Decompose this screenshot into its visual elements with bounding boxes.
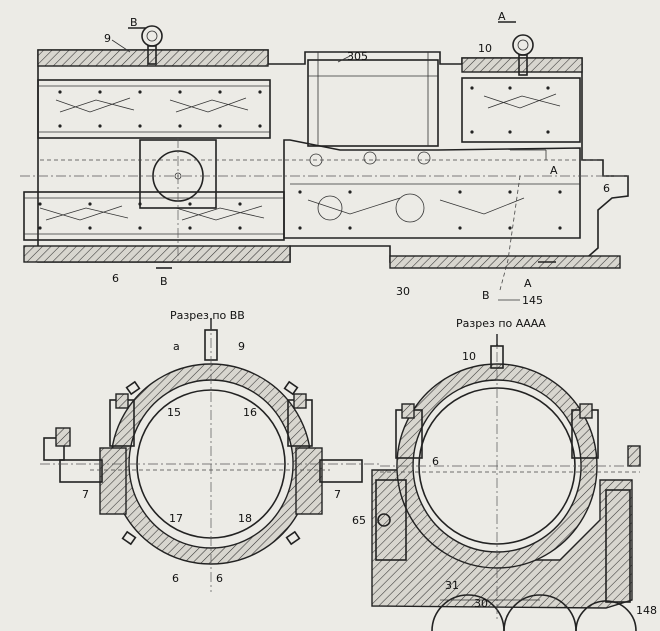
label-148: 148: [636, 604, 657, 617]
label-cut-b-top: B: [130, 16, 138, 29]
label-6-right: 6: [603, 182, 610, 195]
section-title-aaaa: Разрез по АААА: [456, 317, 546, 330]
label-30-right: 30: [474, 597, 488, 610]
middle-block: [283, 139, 581, 239]
label-cut-a-bottom: A: [524, 277, 532, 290]
top-plate-left: [37, 49, 269, 67]
bolt-dots: [38, 86, 562, 230]
upper-right-block: [461, 77, 581, 143]
label-cut-a-top: A: [498, 10, 506, 23]
label-cut-b-bottom: B: [160, 275, 168, 288]
label-6-left-a: 6: [172, 572, 179, 585]
label-16: 16: [243, 406, 257, 419]
label-10-top: 10: [478, 42, 492, 55]
label-10-right: 10: [462, 350, 476, 363]
label-15: 15: [167, 406, 181, 419]
labels: 9 305 10 6 6 30 145 B B A A A B Разрез п…: [82, 10, 657, 617]
label-cut-a-mid: A: [550, 164, 558, 177]
top-plate-right: [461, 57, 583, 73]
frame-outline: [37, 49, 629, 263]
eye-bolt-right: [512, 34, 534, 76]
longitudinal-view: [20, 21, 630, 301]
label-6-left-b: 6: [216, 572, 223, 585]
eye-bolt-left: [141, 25, 163, 65]
label-9-top: 9: [104, 32, 111, 45]
label-a: a: [173, 340, 180, 353]
bottom-plate-left: [23, 245, 291, 263]
label-6-bottom: 6: [112, 272, 119, 285]
ring-bb: [110, 363, 312, 565]
label-305: 305: [347, 50, 368, 63]
center-box: [307, 59, 439, 147]
label-65: 65: [352, 514, 366, 527]
section-aaaa: [371, 334, 641, 631]
section-title-bb: Разрез по ВВ: [170, 309, 245, 322]
label-7-right: 7: [334, 488, 341, 501]
label-31: 31: [445, 579, 459, 592]
label-145: 145: [522, 294, 543, 307]
label-30-top: 30: [396, 285, 410, 298]
side-block-left: [99, 447, 127, 515]
label-17: 17: [169, 512, 183, 525]
label-cut-b-lower: B: [482, 289, 490, 302]
section-bb: [40, 318, 380, 592]
lower-left-block: [23, 191, 285, 241]
bottom-plate-right: [389, 255, 621, 269]
label-6-right-sec: 6: [432, 455, 439, 468]
label-9-left: 9: [238, 340, 245, 353]
label-18: 18: [238, 512, 252, 525]
label-7-left: 7: [82, 488, 89, 501]
upper-left-block: [37, 79, 271, 139]
side-block-right: [295, 447, 323, 515]
